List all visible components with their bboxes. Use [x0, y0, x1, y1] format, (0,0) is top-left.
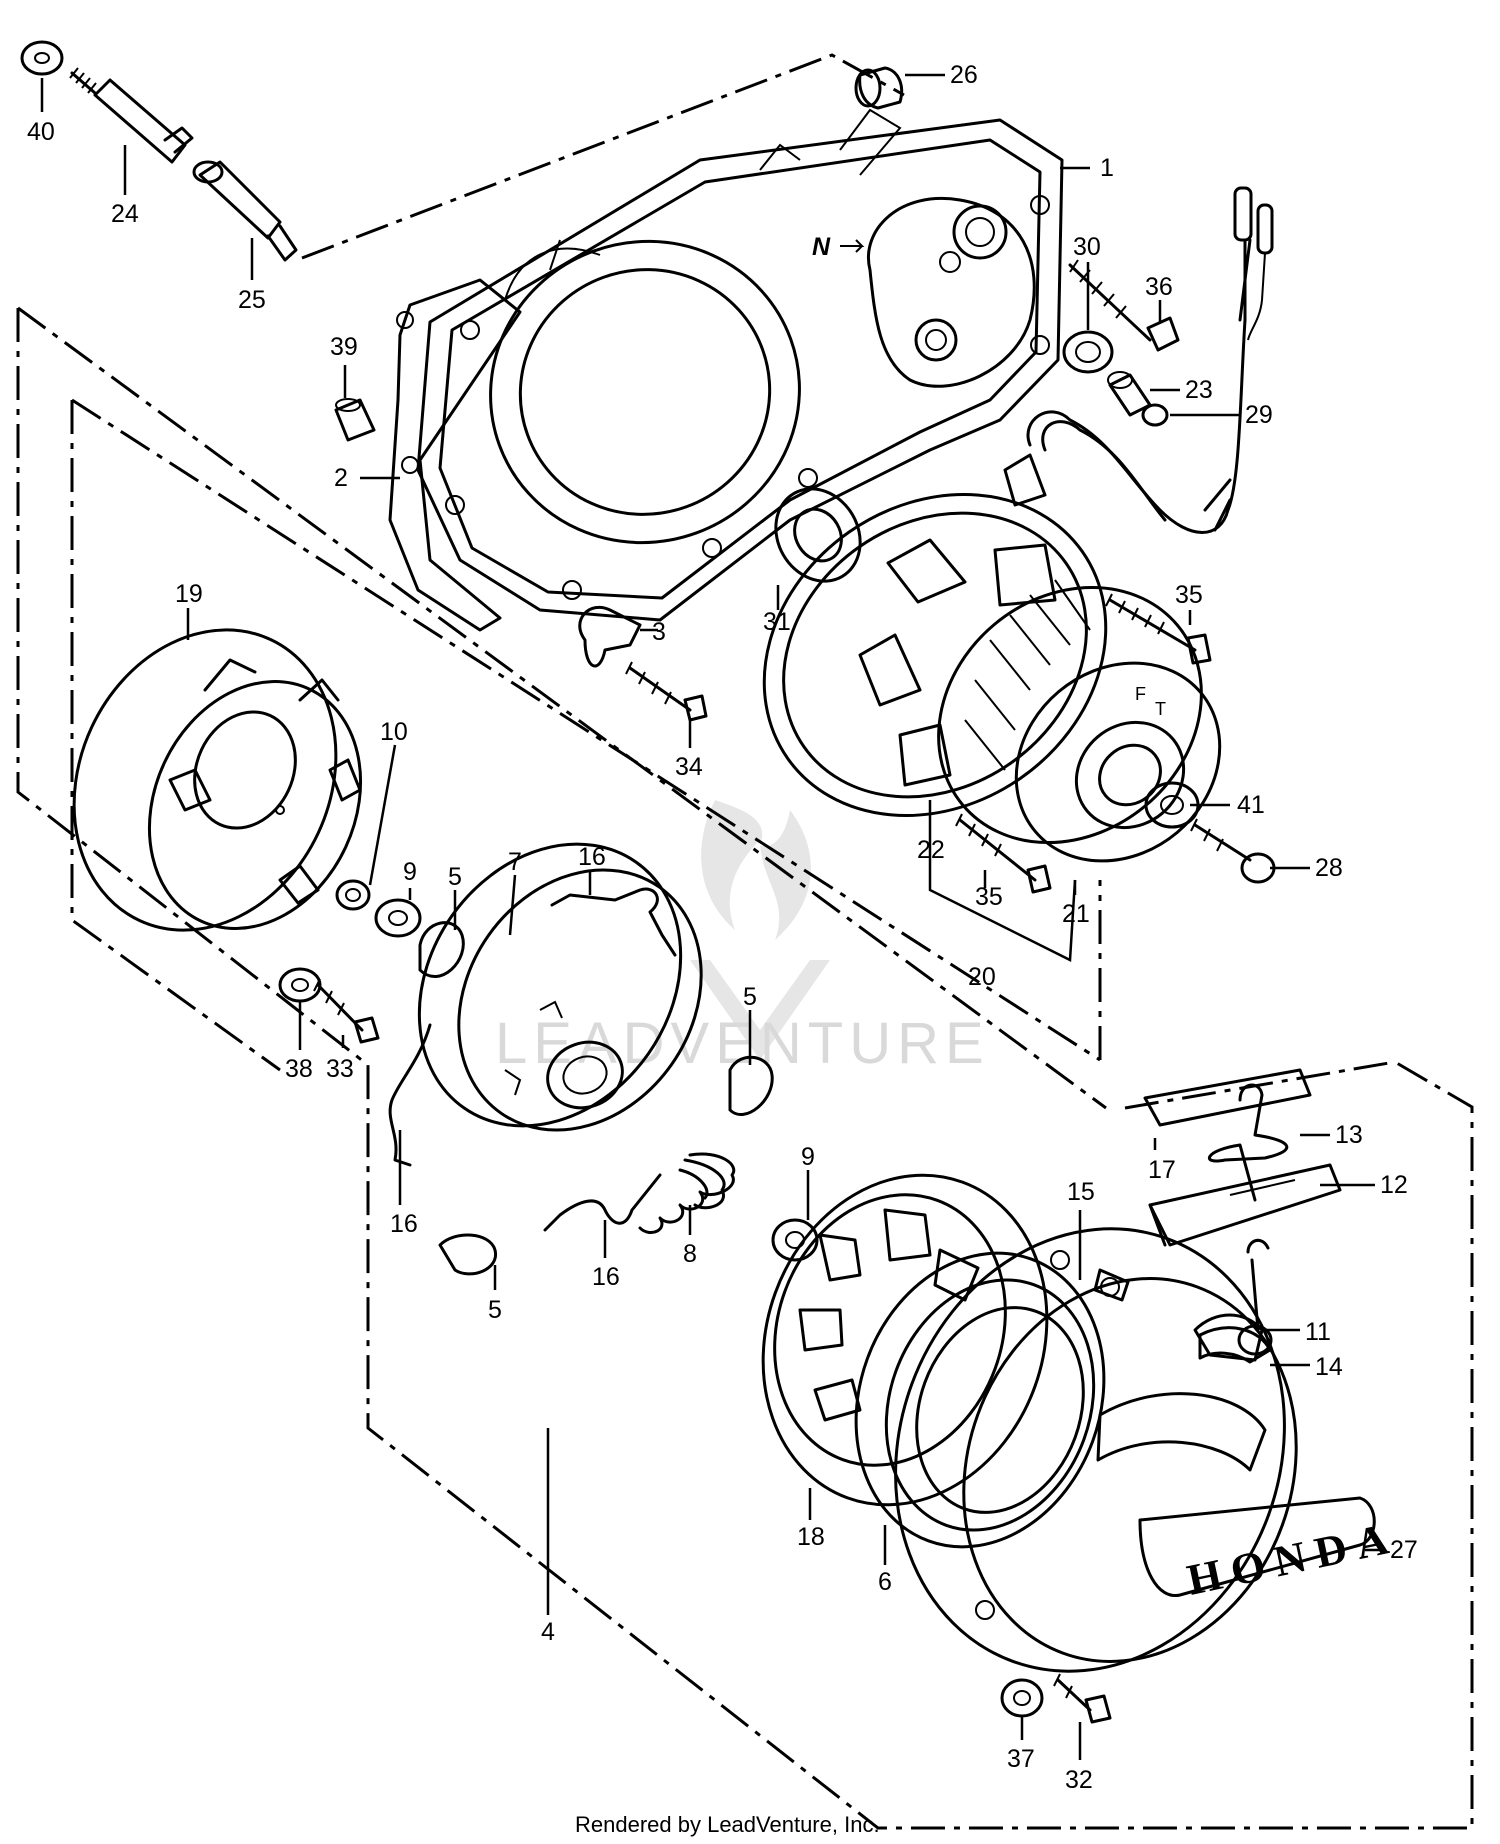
label-35b: 35 [975, 883, 1003, 911]
label-18: 18 [797, 1523, 825, 1551]
watermark-text: LEADVENTURE [495, 1011, 990, 1076]
svg-text:T: T [1155, 699, 1166, 719]
label-33: 33 [326, 1055, 354, 1083]
wiring-harness [1026, 186, 1274, 534]
label-23: 23 [1185, 376, 1213, 404]
bolt-part-30 [1062, 259, 1152, 374]
pawl-part-5-left [418, 921, 465, 978]
handle-part-12 [1148, 1163, 1342, 1247]
oring-part-29 [1141, 403, 1169, 427]
spring-part-16-bottom [543, 1173, 662, 1232]
gasket-part-2 [388, 278, 522, 632]
label-10: 10 [380, 718, 408, 746]
spring-part-16-left [388, 1023, 432, 1167]
label-26: 26 [950, 61, 978, 89]
knot-part-13 [1207, 1083, 1289, 1202]
label-28: 28 [1315, 854, 1343, 882]
honda-emblem-text: HONDA [1183, 1512, 1402, 1604]
grip-part-17 [1143, 1068, 1312, 1127]
label-5a: 5 [448, 863, 462, 891]
pawl-part-5-right [728, 1055, 774, 1117]
label-3: 3 [652, 618, 666, 646]
spring-part-8 [638, 1152, 736, 1234]
label-22: 22 [917, 836, 945, 864]
stator-part-22 [762, 453, 1108, 817]
label-11: 11 [1305, 1318, 1331, 1346]
label-29: 29 [1245, 401, 1273, 429]
clamp-part-3 [578, 605, 642, 668]
washer-part-9-left [374, 898, 422, 938]
label-15: 15 [1067, 1178, 1095, 1206]
bolt-part-28 [1190, 818, 1276, 884]
spring-part-16-top [550, 887, 677, 957]
label-41: 41 [1237, 791, 1265, 819]
label-6: 6 [878, 1568, 892, 1596]
ratchet-plate-part-7 [417, 842, 703, 1132]
label-14: 14 [1315, 1353, 1343, 1381]
label-16c: 16 [592, 1263, 620, 1291]
bolt-part-35-lower [955, 813, 1052, 894]
label-1: 1 [1100, 154, 1114, 182]
rope-part-11 [1237, 1238, 1273, 1356]
bolt-part-32 [1053, 1673, 1112, 1724]
label-12: 12 [1380, 1171, 1408, 1199]
shift-spindle-part-25 [192, 160, 298, 262]
label-4: 4 [541, 1618, 555, 1646]
washer-part-37 [1000, 1678, 1044, 1718]
label-34: 34 [675, 753, 703, 781]
emblem-part-27: HONDA [1138, 1496, 1402, 1605]
washer-part-38 [278, 967, 322, 1003]
label-24: 24 [111, 200, 139, 228]
label-8: 8 [683, 1240, 697, 1268]
label-40: 40 [27, 118, 55, 146]
starter-reel-part-18 [761, 1173, 1049, 1507]
leader-lines [40, 73, 1385, 1760]
cover-plate-part-14 [1198, 1326, 1272, 1364]
clip-part-10 [335, 879, 371, 911]
dowel-pin-part-39 [334, 398, 376, 442]
svg-text:F: F [1135, 684, 1146, 704]
label-13: 13 [1335, 1121, 1363, 1149]
label-20: 20 [968, 963, 996, 991]
label-7: 7 [508, 848, 522, 876]
label-25: 25 [238, 286, 266, 314]
washer-part-40 [20, 40, 64, 76]
collar-part-26 [854, 66, 904, 110]
part-labels: 1 2 3 4 5 5 5 6 7 8 9 9 10 11 12 13 14 1… [27, 61, 1418, 1794]
neutral-mark: N [812, 233, 831, 261]
label-16a: 16 [578, 843, 606, 871]
label-21: 21 [1062, 900, 1090, 928]
label-31: 31 [763, 608, 791, 636]
pawl-part-5-bottom [438, 1233, 497, 1276]
label-27: 27 [1390, 1536, 1418, 1564]
label-17: 17 [1148, 1156, 1176, 1184]
assembly-boundaries [16, 53, 1474, 1830]
bolt-part-36 [1146, 316, 1180, 352]
label-36: 36 [1145, 273, 1173, 301]
drive-pulley-part-19 [72, 628, 363, 932]
label-9a: 9 [403, 858, 417, 886]
label-35a: 35 [1175, 581, 1203, 609]
bolt-part-33 [313, 978, 380, 1044]
collar-part-23 [1107, 371, 1152, 417]
crankcase-cover-part-1: N [416, 108, 1064, 622]
oil-seal-part-31 [774, 487, 862, 583]
bolt-part-35-upper [1105, 593, 1212, 665]
credit-text: Rendered by LeadVenture, Inc. [575, 1812, 880, 1837]
shaft-part-24 [69, 67, 194, 164]
label-19: 19 [175, 580, 203, 608]
label-5c: 5 [488, 1296, 502, 1324]
label-32: 32 [1065, 1766, 1093, 1794]
label-5b: 5 [743, 983, 757, 1011]
label-37: 37 [1007, 1745, 1035, 1773]
label-9b: 9 [801, 1143, 815, 1171]
bolt-part-34 [625, 661, 708, 722]
label-38: 38 [285, 1055, 313, 1083]
label-39: 39 [330, 333, 358, 361]
label-30: 30 [1073, 233, 1101, 261]
label-16b: 16 [390, 1210, 418, 1238]
label-2: 2 [334, 464, 348, 492]
